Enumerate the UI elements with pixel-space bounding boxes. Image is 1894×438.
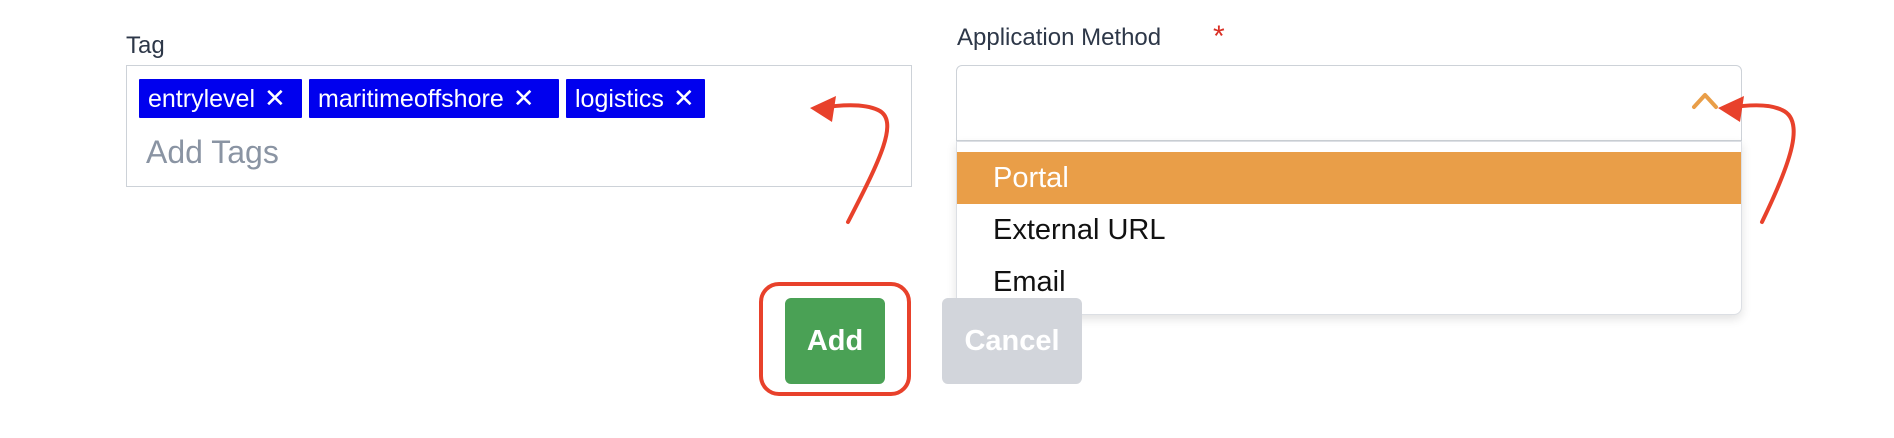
add-button[interactable]: Add bbox=[785, 298, 885, 384]
required-marker: * bbox=[1213, 20, 1225, 53]
chevron-up-icon[interactable] bbox=[1691, 90, 1719, 110]
option-portal[interactable]: Portal bbox=[957, 152, 1741, 204]
tag-chip-label: maritimeoffshore bbox=[318, 85, 504, 113]
remove-tag-icon[interactable]: ✕ bbox=[512, 83, 535, 113]
tag-chip: entrylevel ✕ bbox=[139, 79, 302, 118]
application-method-label: Application Method bbox=[957, 24, 1162, 51]
remove-tag-icon[interactable]: ✕ bbox=[672, 83, 695, 113]
remove-tag-icon[interactable]: ✕ bbox=[264, 83, 286, 113]
tag-chip: logistics ✕ bbox=[566, 79, 705, 118]
tag-chip-label: entrylevel bbox=[148, 85, 255, 113]
tag-label: Tag bbox=[126, 32, 165, 59]
tag-chip: maritimeoffshore ✕ bbox=[309, 79, 559, 118]
tag-input-box[interactable]: entrylevel ✕ maritimeoffshore ✕ logistics ✕ bbox=[126, 65, 912, 187]
add-tags-input[interactable] bbox=[146, 132, 646, 172]
application-method-select[interactable] bbox=[956, 65, 1742, 141]
tag-chip-label: logistics bbox=[575, 85, 664, 113]
cancel-button[interactable]: Cancel bbox=[942, 298, 1082, 384]
add-button-highlight bbox=[759, 282, 911, 396]
option-external-url[interactable]: External URL bbox=[993, 214, 1166, 246]
option-email[interactable]: Email bbox=[993, 266, 1066, 298]
application-method-dropdown: Portal External URL Email bbox=[956, 141, 1742, 315]
